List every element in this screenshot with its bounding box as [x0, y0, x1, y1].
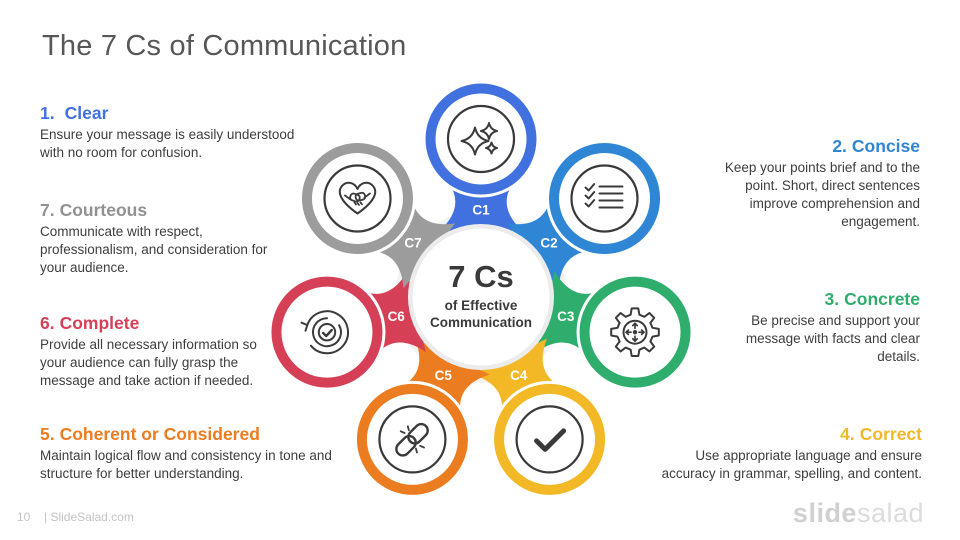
petal-inner-disc: [366, 393, 458, 485]
petal-c4: [491, 380, 609, 498]
petal-stem-c1: [439, 181, 523, 231]
item-number: 1.: [40, 103, 55, 123]
item-heading: 1. Clear: [40, 103, 310, 123]
item-title: Courteous: [59, 200, 148, 220]
item-heading: 3.Concrete: [728, 289, 920, 309]
item-complete: 6.Complete Provide all necessary informa…: [40, 313, 282, 390]
refresh-check-icon: [300, 310, 349, 355]
sparkles-icon: [446, 104, 516, 174]
petal-c3: [576, 273, 694, 391]
petal-c7: [298, 139, 416, 257]
item-body: Communicate with respect, professionalis…: [40, 224, 268, 276]
petal-label: C7: [404, 235, 421, 250]
item-number: 7.: [40, 200, 55, 220]
hub-circle: 7 Cs of Effective Communication: [408, 224, 554, 370]
hub-subtitle-2: Communication: [430, 315, 532, 330]
hub-title: 7 Cs: [448, 259, 513, 294]
item-title: Clear: [64, 103, 109, 123]
item-concrete: 3.Concrete Be precise and support your m…: [728, 289, 920, 366]
item-heading: 2.Concise: [706, 136, 920, 156]
item-courteous: 7.Courteous Communicate with respect, pr…: [40, 200, 274, 277]
item-number: 6.: [40, 313, 55, 333]
petal-label: C1: [472, 203, 490, 218]
petal-c6: [268, 273, 386, 391]
petal-label: C5: [435, 368, 453, 383]
page-title: The 7 Cs of Communication: [42, 30, 407, 62]
item-title: Correct: [859, 424, 922, 444]
item-title: Complete: [59, 313, 140, 333]
handshake-heart-icon: [323, 164, 392, 233]
item-body: Provide all necessary information so you…: [40, 337, 257, 389]
gear-target-icon: [610, 307, 660, 358]
petal-label: C4: [510, 368, 528, 383]
item-body: Maintain logical flow and consistency in…: [40, 448, 332, 482]
checklist-icon: [570, 164, 639, 233]
petal-inner-disc: [311, 152, 403, 244]
check-icon: [515, 405, 584, 474]
slidesalad-logo: slidesalad: [793, 498, 924, 529]
hub-disc: [411, 227, 551, 367]
item-body: Use appropriate language and ensure accu…: [661, 448, 922, 482]
chain-link-icon: [378, 405, 447, 474]
item-correct: 4.Correct Use appropriate language and e…: [654, 424, 922, 483]
item-title: Concrete: [844, 289, 920, 309]
petal-label: C2: [540, 235, 557, 250]
logo-text-bold: slide: [792, 498, 857, 528]
petal-c2: [546, 139, 664, 257]
footer-site-link[interactable]: | SlideSalad.com: [44, 510, 134, 524]
item-body: Keep your points brief and to the point.…: [724, 160, 920, 229]
petal-c5: [353, 380, 471, 498]
item-coherent: 5.Coherent or Considered Maintain logica…: [40, 424, 342, 483]
item-heading: 6.Complete: [40, 313, 282, 333]
item-body: Be precise and support your message with…: [745, 313, 920, 365]
petal-inner-disc: [504, 393, 596, 485]
petal-c1: [422, 80, 540, 198]
item-title: Coherent or Considered: [59, 424, 260, 444]
petal-inner-disc: [281, 286, 373, 378]
item-number: 2.: [832, 136, 847, 156]
logo-text-light: salad: [856, 498, 924, 528]
petal-inner-disc: [435, 93, 527, 185]
petal-label: C6: [388, 309, 406, 324]
diagram-svg: 7 Cs of Effective Communication C1C2C3C4…: [268, 80, 694, 498]
item-title: Concise: [851, 136, 920, 156]
item-number: 4.: [840, 424, 855, 444]
hub-subtitle-1: of Effective: [445, 298, 518, 313]
item-body: Ensure your message is easily understood…: [40, 127, 295, 161]
item-clear: 1. Clear Ensure your message is easily un…: [40, 103, 310, 162]
item-heading: 5.Coherent or Considered: [40, 424, 342, 444]
petal-stem-c7: [370, 199, 456, 289]
petal-rings: [268, 80, 694, 498]
item-concise: 2.Concise Keep your points brief and to …: [706, 136, 920, 231]
page-number: 10: [17, 510, 31, 524]
item-number: 5.: [40, 424, 55, 444]
petal-inner-disc: [559, 152, 651, 244]
item-heading: 7.Courteous: [40, 200, 274, 220]
item-heading: 4.Correct: [654, 424, 922, 444]
petal-stem-c2: [506, 199, 592, 289]
petal-label: C3: [557, 309, 575, 324]
item-number: 3.: [824, 289, 840, 309]
